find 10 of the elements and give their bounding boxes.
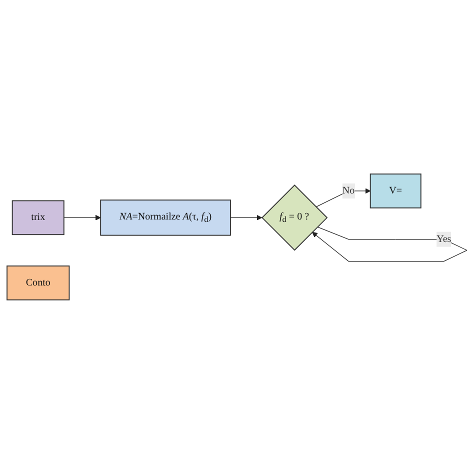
node-box: trix — [12, 200, 64, 236]
arrow — [312, 226, 468, 262]
edge-label: Yes — [436, 234, 452, 244]
node-box: NA=Normailze A(τ, f$_{d}$) — [100, 200, 231, 236]
node-diamond: f$_{d}$ = 0 ? — [261, 184, 328, 251]
node-box: Conto — [6, 266, 70, 300]
edge-label: No — [342, 185, 355, 196]
arrow — [64, 214, 101, 220]
node-box: V= — [370, 174, 422, 208]
arrow — [230, 214, 262, 220]
